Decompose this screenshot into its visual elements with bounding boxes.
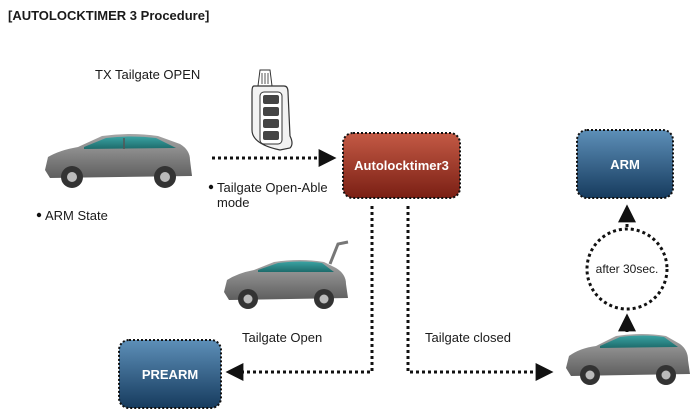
timer-circle: [585, 227, 669, 311]
car-tailgate-open-icon: [224, 240, 349, 309]
after-30sec-label: after 30sec.: [595, 262, 659, 276]
car-arm-state-icon: [45, 134, 192, 188]
bullet-dot: [36, 212, 42, 218]
prearm-label: PREARM: [141, 367, 199, 382]
bullet-dot: [208, 184, 214, 190]
car-closed-icon: [566, 334, 690, 385]
arrow-to-closed-car: [406, 206, 554, 381]
prearm-box: [118, 339, 222, 409]
tailgate-open-able-mode-label: mode: [217, 195, 250, 210]
arm-state-label: ARM State: [45, 208, 108, 223]
diagram-title: [AUTOLOCKTIMER 3 Procedure]: [8, 8, 210, 23]
arm-box: [576, 129, 674, 199]
autolocktimer-label: Autolocktimer3: [354, 158, 449, 173]
tailgate-open-label: Tailgate Open: [242, 330, 323, 345]
tailgate-closed-label: Tailgate closed: [425, 330, 511, 345]
arrow-to-prearm: [225, 206, 374, 381]
tailgate-open-able-label: Tailgate Open-Able: [217, 180, 328, 195]
tx-tailgate-open-label: TX Tailgate OPEN: [95, 67, 201, 82]
autolocktimer-box: [342, 132, 461, 199]
key-fob-icon: [251, 69, 293, 151]
arm-label: ARM: [610, 157, 640, 172]
